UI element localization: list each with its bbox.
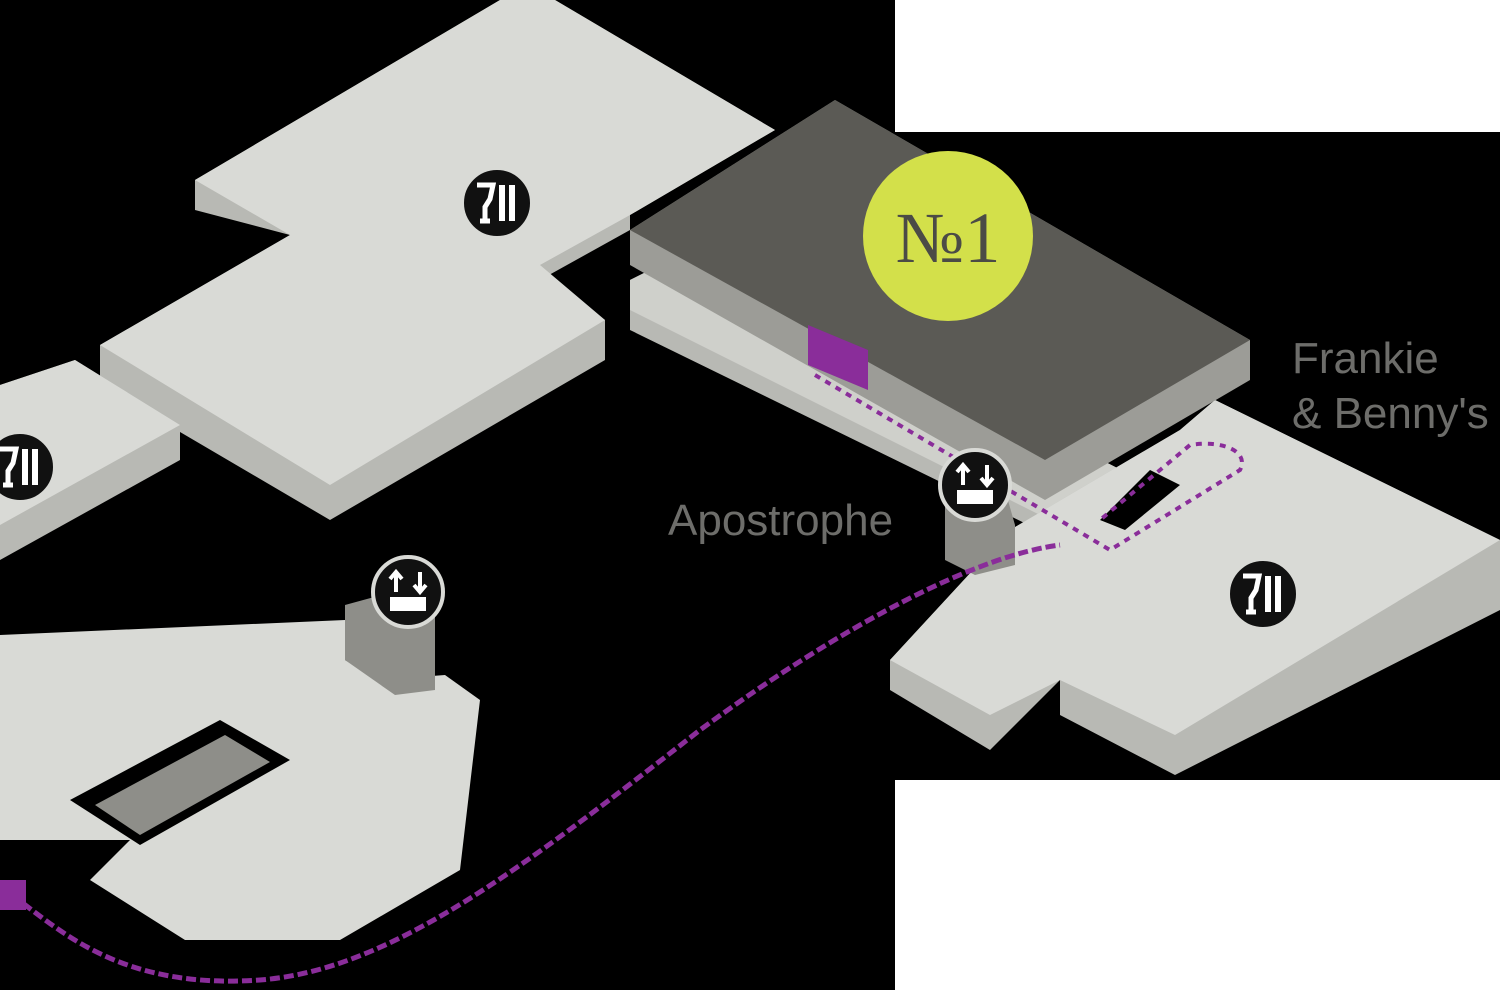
escalator-icon: [371, 555, 445, 629]
stairs: [95, 735, 270, 835]
frankie-and-bennys-label-line2[interactable]: & Benny's: [1292, 389, 1489, 438]
stairwell-opening: [1100, 470, 1180, 530]
floor-lower-left: [0, 620, 480, 940]
lounge-badge-label: №1: [896, 198, 1001, 278]
route-path-main: [10, 542, 1061, 984]
route-start-marker: [0, 880, 26, 910]
escalator-icon: [938, 448, 1012, 522]
floor-top-left: [100, 0, 775, 520]
restaurant-icon: [1226, 557, 1300, 631]
floor-top: [890, 400, 1500, 735]
apostrophe-label[interactable]: Apostrophe: [668, 496, 893, 545]
route-path-dotted: [813, 373, 1244, 553]
lounge-entrance-marker: [808, 325, 868, 390]
restaurant-icon: [460, 166, 534, 240]
floor-right: [890, 400, 1500, 775]
floor-top: [100, 0, 775, 485]
lounge-badge[interactable]: №1: [863, 151, 1033, 321]
route: [0, 373, 1244, 984]
lounge-badge-circle: [863, 151, 1033, 321]
frankie-and-bennys-label-line1[interactable]: Frankie: [1292, 334, 1439, 383]
restaurant-icon: [0, 430, 57, 504]
